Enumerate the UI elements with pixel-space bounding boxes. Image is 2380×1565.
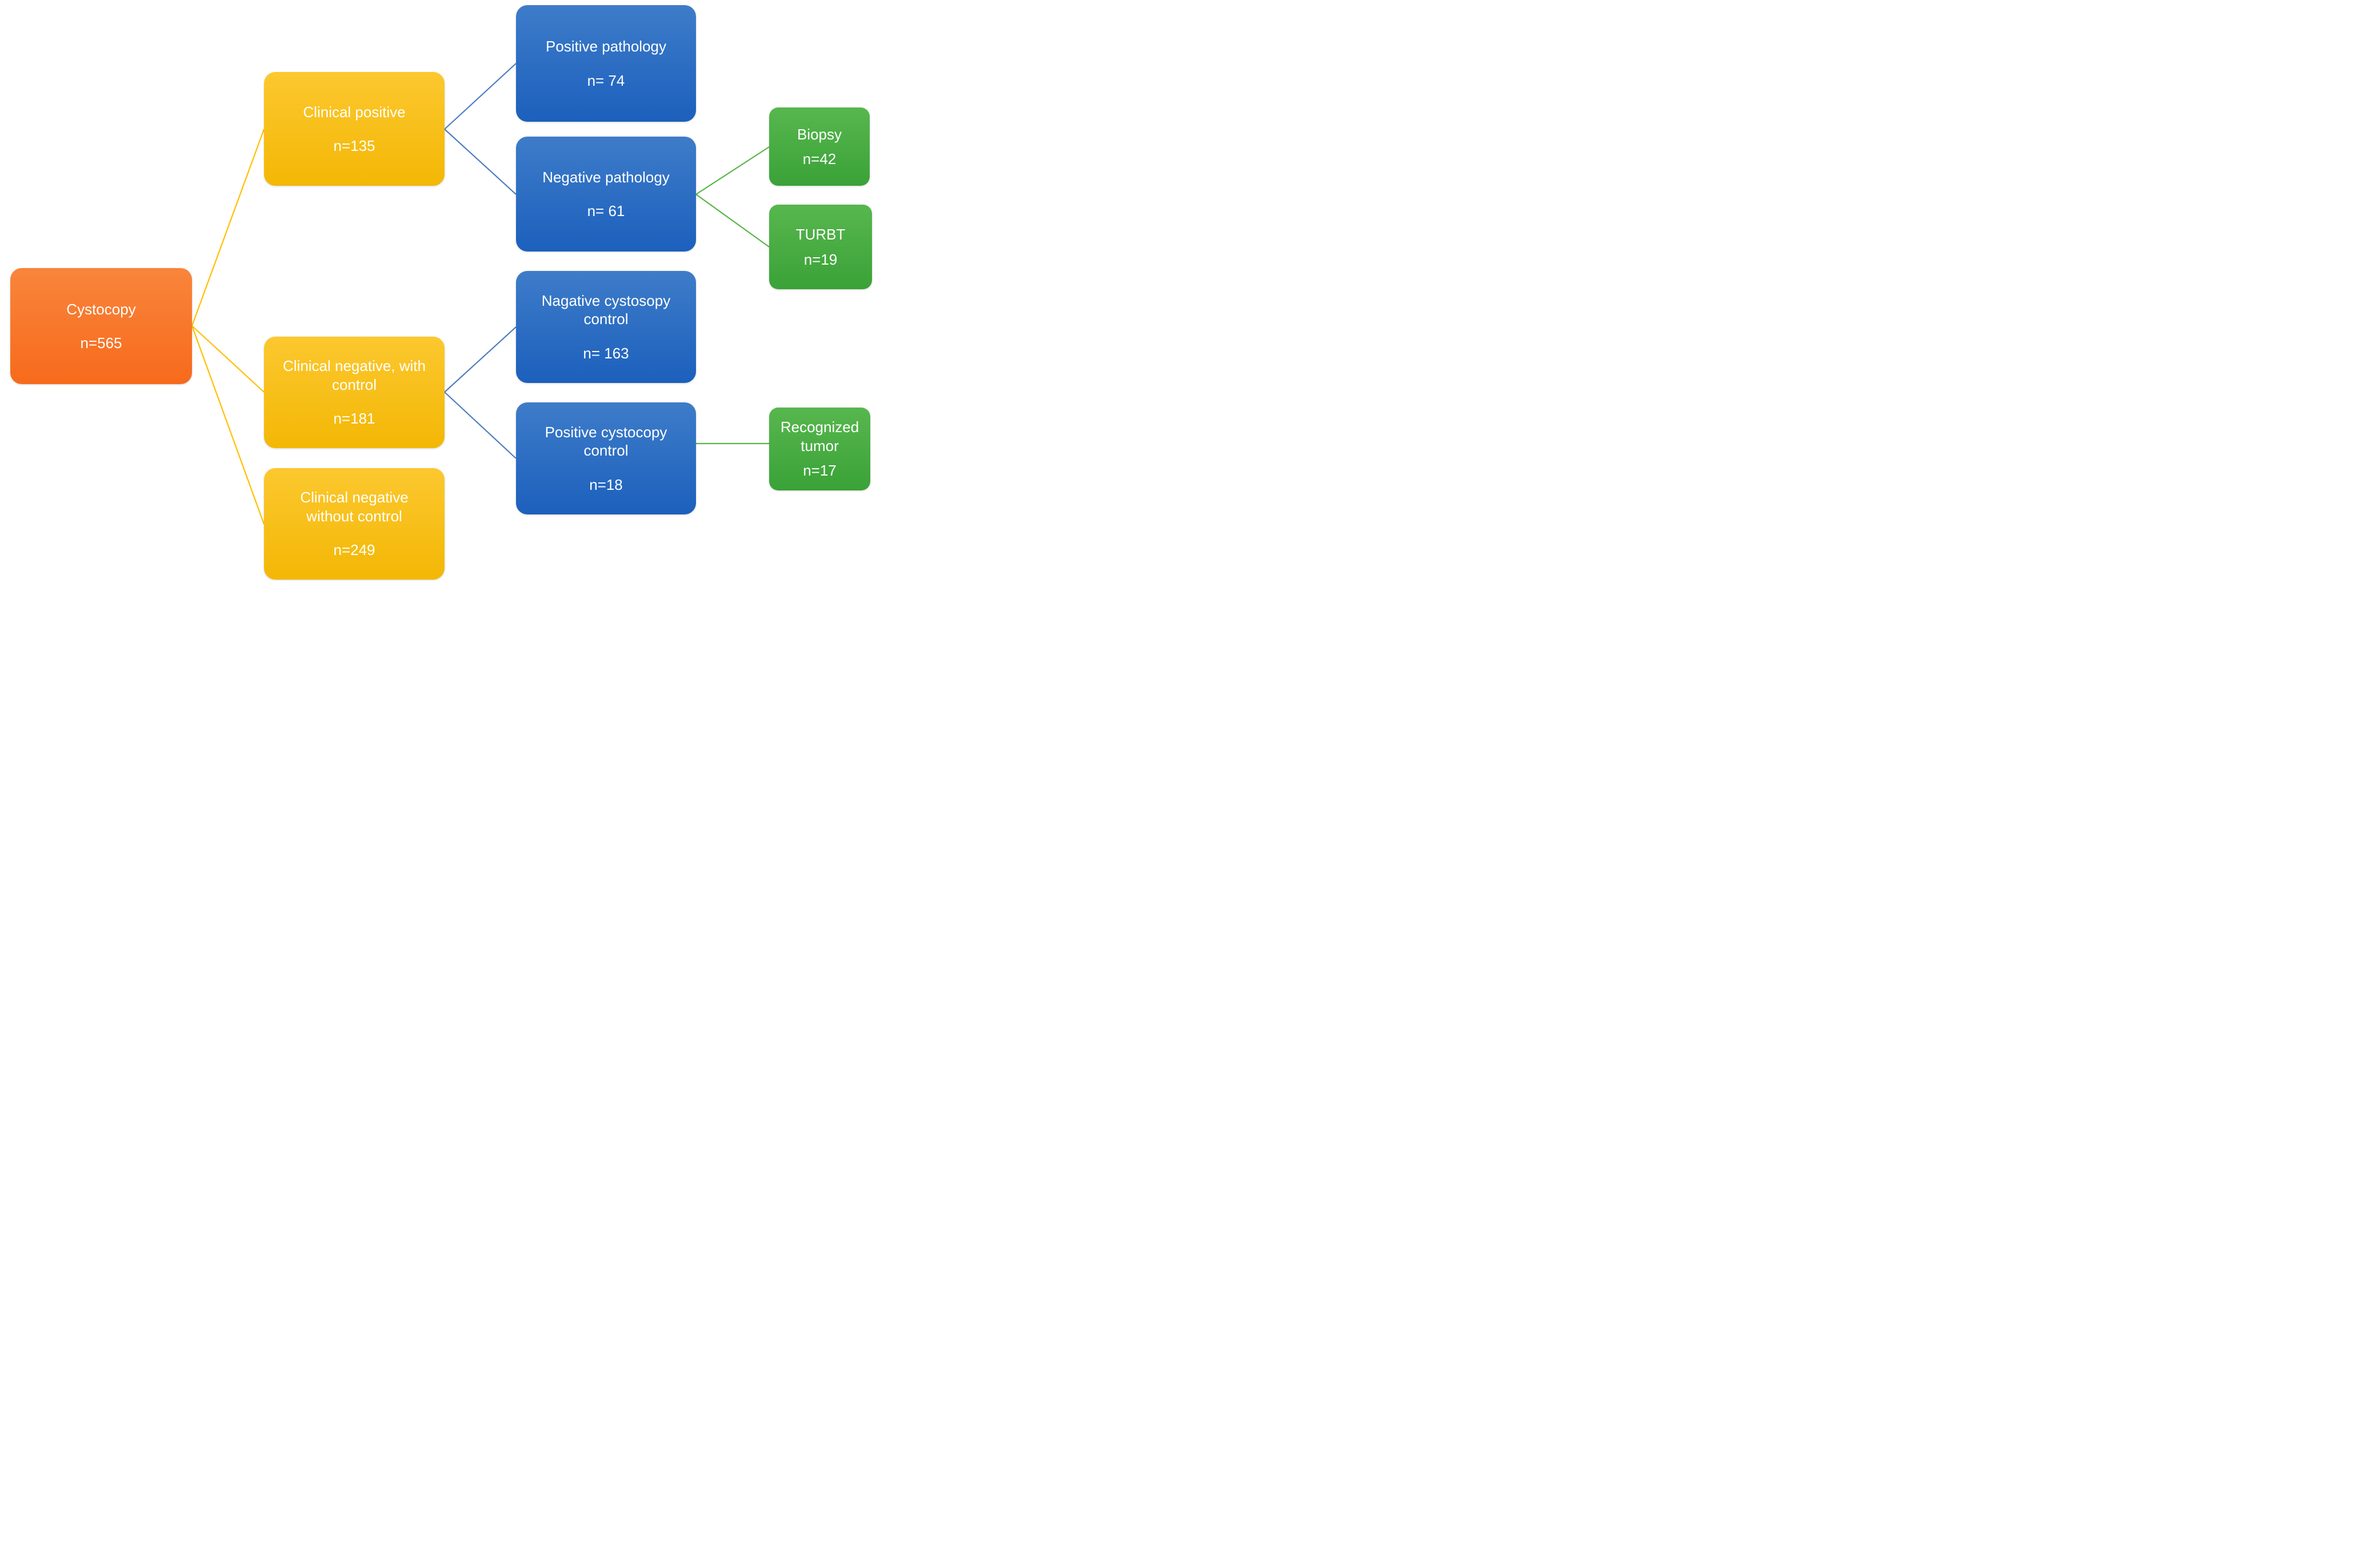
connector-lines	[191, 63, 770, 525]
cystoscopy-flow-diagram: Cystocopy n=565 Clinical positive n=135 …	[0, 0, 883, 581]
edge-cystocopy-to-clinical-positive	[191, 129, 265, 326]
node-turbt: TURBT n=19	[769, 205, 872, 289]
node-clinical-negative-without-control-label: Clinical negative without control	[300, 489, 409, 525]
node-positive-cystoscopy-control-label: Positive cystocopy control	[545, 423, 667, 460]
node-positive-cystoscopy-control-count: n=18	[589, 476, 623, 493]
edge-clinical-positive-to-negative-pathology	[444, 129, 517, 195]
node-turbt-count: n=19	[803, 250, 838, 268]
node-biopsy-count: n=42	[802, 150, 837, 168]
node-cystocopy-count: n=565	[80, 334, 122, 352]
edge-negative-pathology-to-biopsy	[695, 146, 770, 195]
node-clinical-positive: Clinical positive n=135	[264, 72, 445, 186]
edge-negative-pathology-to-turbt	[695, 194, 770, 247]
node-cystocopy: Cystocopy n=565	[10, 268, 192, 384]
node-negative-cystoscopy-control: Nagative cystosopy control n= 163	[516, 271, 696, 383]
edge-clinical-positive-to-positive-pathology	[444, 63, 517, 130]
node-clinical-negative-with-control-count: n=181	[333, 410, 375, 428]
node-recognized-tumor-count: n=17	[803, 462, 837, 480]
node-negative-cystoscopy-control-count: n= 163	[583, 344, 629, 362]
node-biopsy-label: Biopsy	[797, 125, 842, 143]
node-positive-pathology-label: Positive pathology	[545, 38, 667, 55]
node-negative-pathology-count: n= 61	[587, 202, 625, 220]
node-clinical-negative-with-control-label: Clinical negative, with control	[282, 357, 426, 393]
node-cystocopy-label: Cystocopy	[66, 300, 136, 318]
node-clinical-negative-without-control-count: n=249	[333, 541, 375, 559]
node-positive-cystoscopy-control: Positive cystocopy control n=18	[516, 402, 696, 514]
edge-cystocopy-to-clinical-negative-without-control	[191, 325, 265, 525]
node-negative-cystoscopy-control-label: Nagative cystosopy control	[541, 292, 671, 328]
node-negative-pathology: Negative pathology n= 61	[516, 137, 696, 251]
node-clinical-negative-with-control: Clinical negative, with control n=181	[264, 337, 445, 448]
node-biopsy: Biopsy n=42	[769, 107, 870, 186]
node-recognized-tumor: Recognized tumor n=17	[769, 408, 870, 490]
node-turbt-label: TURBT	[795, 226, 846, 243]
node-positive-pathology-count: n= 74	[587, 71, 625, 89]
node-clinical-negative-without-control: Clinical negative without control n=249	[264, 468, 445, 580]
node-negative-pathology-label: Negative pathology	[542, 168, 670, 186]
node-clinical-positive-label: Clinical positive	[303, 103, 406, 121]
edge-clinical-negative-with-control-to-positive-cystoscopy-control	[444, 392, 517, 459]
node-clinical-positive-count: n=135	[333, 137, 375, 155]
node-recognized-tumor-label: Recognized tumor	[780, 418, 859, 454]
edge-cystocopy-to-clinical-negative-with-control	[191, 325, 265, 393]
edge-clinical-negative-with-control-to-negative-cystoscopy-control	[444, 326, 517, 393]
node-positive-pathology: Positive pathology n= 74	[516, 5, 696, 122]
